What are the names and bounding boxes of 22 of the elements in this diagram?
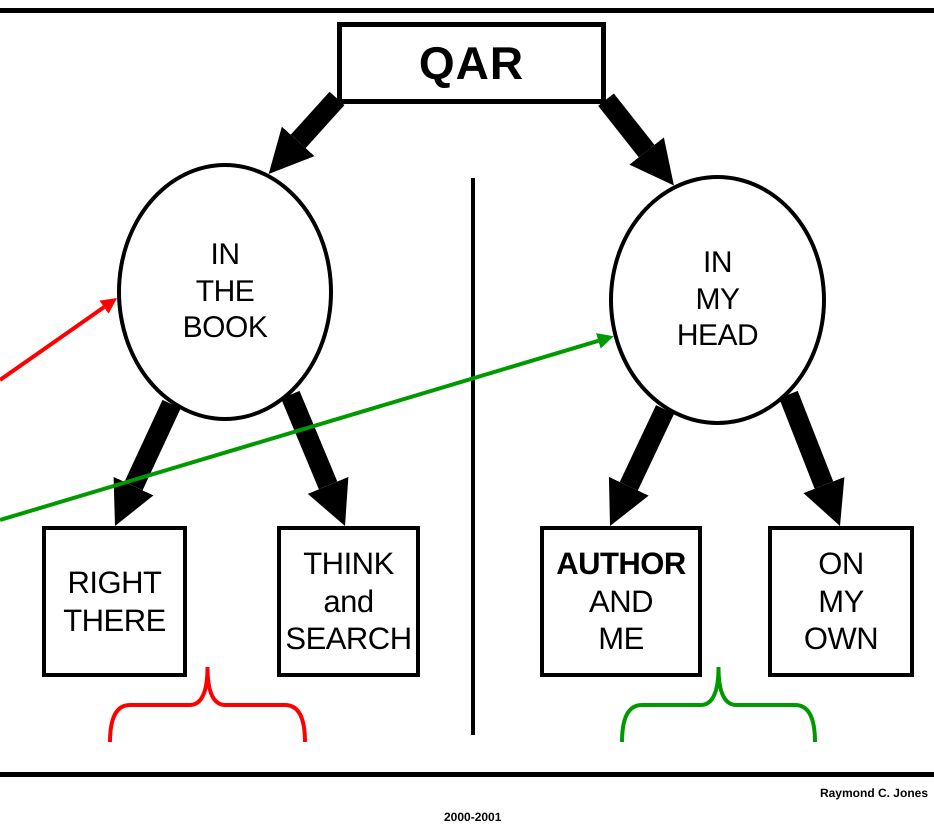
block-arrow: [598, 93, 674, 186]
title-box: [337, 22, 606, 104]
block-arrow: [608, 405, 674, 526]
node-text: THINK and SEARCH: [285, 544, 412, 658]
node-text: RIGHT THERE: [62, 564, 167, 640]
question-type-box: [42, 526, 187, 677]
node-text: QAR: [418, 36, 524, 91]
block-arrow: [268, 92, 344, 174]
block-arrow: [114, 400, 181, 526]
node-text: AUTHOR AND ME: [555, 544, 687, 658]
node-text: IN THE BOOK: [182, 237, 268, 346]
block-arrow: [779, 390, 844, 526]
block-arrow: [281, 390, 348, 526]
question-type-box: [540, 526, 702, 677]
arrow: [0, 333, 614, 522]
question-type-box: [768, 526, 914, 677]
date-text: 2000-2001: [444, 810, 502, 824]
node-text: IN MY HEAD: [676, 245, 760, 354]
arrow: [0, 298, 118, 382]
node-text: ON MY OWN: [802, 544, 880, 658]
author-name: Raymond C. Jones: [820, 786, 928, 800]
question-type-box: [277, 526, 420, 677]
